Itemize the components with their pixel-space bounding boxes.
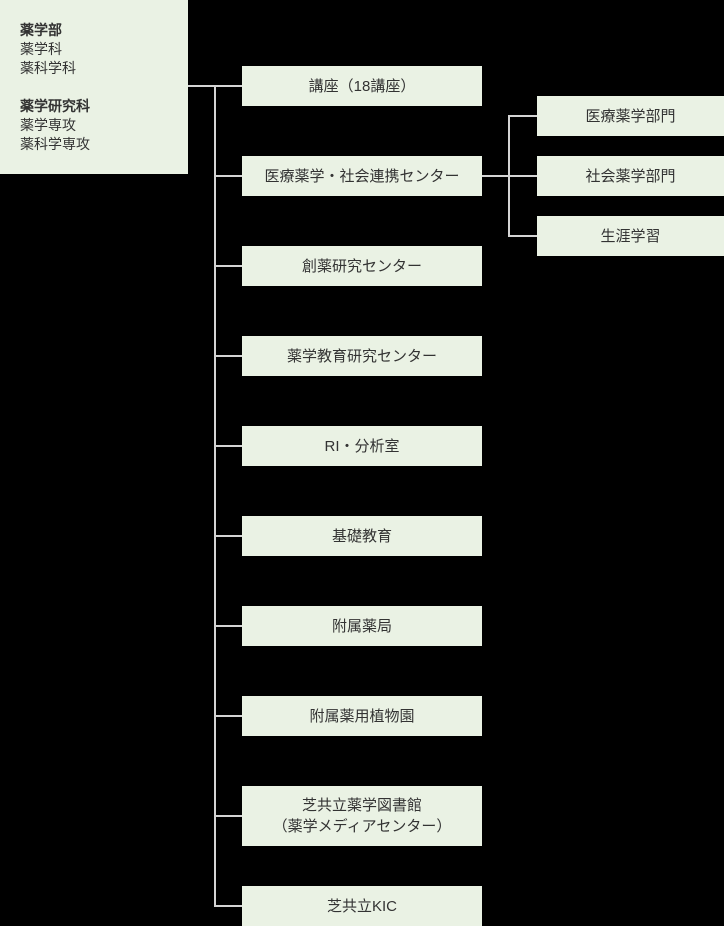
node-kouza: 講座（18講座） [242,66,482,106]
faculty-item: 薬科学専攻 [20,136,90,152]
node-attached-pharmacy: 附属薬局 [242,606,482,646]
connector-trunk-right [508,115,510,237]
connector-trunk [214,85,216,907]
node-lifelong-learning: 生涯学習 [537,216,724,256]
connector-stub [214,905,242,907]
node-medical-pharmacy-division: 医療薬学部門 [537,96,724,136]
node-social-pharmacy-division: 社会薬学部門 [537,156,724,196]
faculty-panel: 薬学部 薬学科 薬科学科 薬学研究科 薬学専攻 薬科学専攻 [0,0,188,174]
node-drug-discovery-center: 創薬研究センター [242,246,482,286]
node-shibakyoritsu-kic: 芝共立KIC [242,886,482,926]
connector-stub [508,115,537,117]
faculty-group-undergraduate: 薬学部 薬学科 薬科学科 [20,21,178,78]
faculty-group-graduate: 薬学研究科 薬学専攻 薬科学専攻 [20,97,178,154]
connector-stub [214,265,242,267]
faculty-item: 薬学専攻 [20,117,76,133]
faculty-item: 薬学科 [20,41,62,57]
connector-stub [214,175,242,177]
connector-stub [508,235,537,237]
connector-stub [214,445,242,447]
node-pharmacy-library: 芝共立薬学図書館 （薬学メディアセンター） [242,786,482,846]
connector-stub [214,715,242,717]
faculty-item: 薬科学科 [20,60,76,76]
node-medicinal-botanical-garden: 附属薬用植物園 [242,696,482,736]
connector-stub [214,535,242,537]
connector-root [188,85,242,87]
connector-stub [214,355,242,357]
faculty-title: 薬学研究科 [20,98,90,114]
faculty-title: 薬学部 [20,22,62,38]
connector-stub [214,815,242,817]
node-pharmacy-education-center: 薬学教育研究センター [242,336,482,376]
node-ri-analysis-room: RI・分析室 [242,426,482,466]
node-basic-education: 基礎教育 [242,516,482,556]
node-medical-social-center: 医療薬学・社会連携センター [242,156,482,196]
connector-stub [214,625,242,627]
